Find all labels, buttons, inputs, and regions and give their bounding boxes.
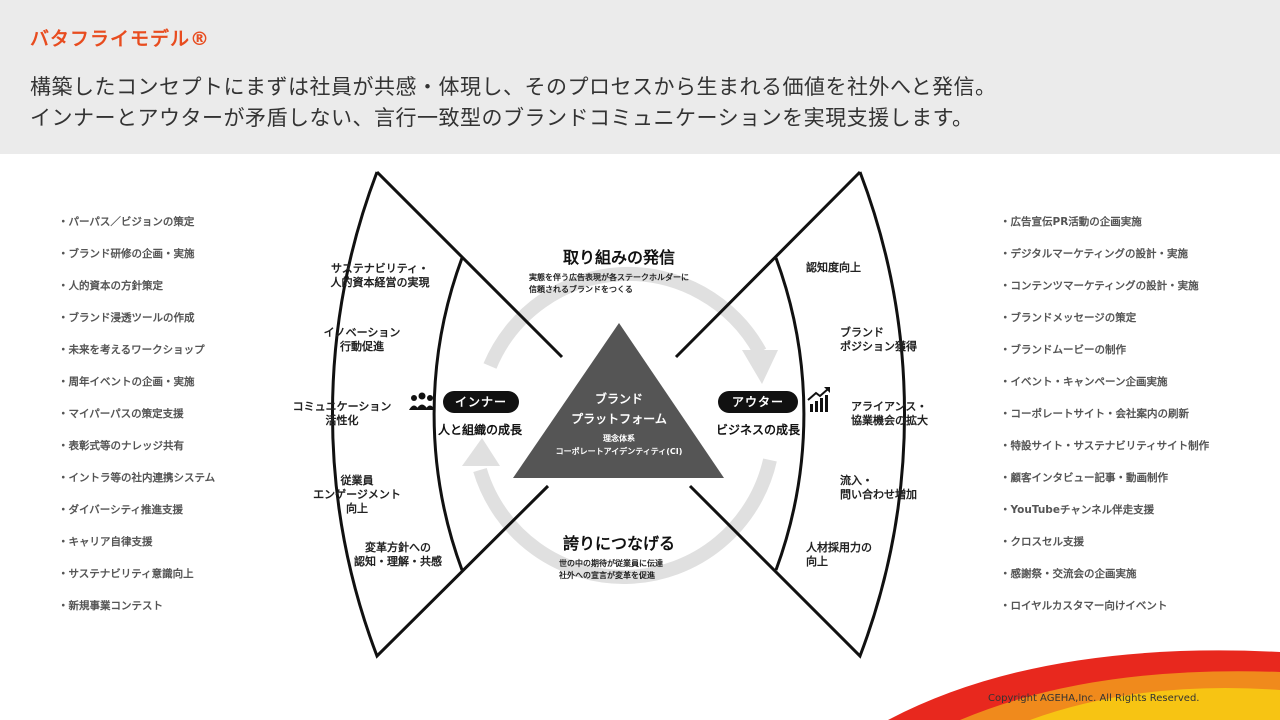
list-item: ロイヤルカスタマー向けイベント: [1000, 598, 1209, 630]
outer-subtitle: ビジネスの成長: [715, 423, 801, 437]
outcome-line: 認知度向上: [806, 261, 861, 274]
list-item: ブランド浸透ツールの作成: [58, 310, 215, 342]
inner-initiative-list: パーパス／ビジョンの策定ブランド研修の企画・実施人的資本の方針策定ブランド浸透ツ…: [58, 214, 216, 630]
lead-line-2: インナーとアウターが矛盾しない、言行一致型のブランドコミュニケーションを実現支援…: [30, 106, 974, 130]
left-wing-outline: [331, 170, 564, 659]
list-item: 表彰式等のナレッジ共有: [58, 438, 215, 470]
bottom-flow-note-1: 世の中の期待が従業員に伝達: [559, 559, 663, 568]
outer-outcome-3: アライアンス・協業機会の拡大: [851, 400, 928, 428]
list-item: YouTubeチャンネル伴走支援: [1000, 502, 1209, 534]
list-item: キャリア自律支援: [58, 534, 215, 566]
list-item: 人的資本の方針策定: [58, 278, 215, 310]
list-item: ブランドムービーの制作: [1000, 342, 1209, 374]
list-item: 新規事業コンテスト: [58, 598, 215, 630]
list-item: ダイバーシティ推進支援: [58, 502, 215, 534]
top-flow-title: 取り組みの発信: [562, 248, 676, 267]
growth-chart-icon: [807, 387, 830, 412]
list-item: イントラ等の社内連携システム: [58, 470, 216, 502]
triangle-line-1: ブランド: [594, 392, 643, 406]
outcome-line: 活性化: [325, 414, 359, 427]
outcome-line: 従業員: [340, 474, 374, 487]
inner-outcome-2: イノベーション行動促進: [324, 326, 401, 354]
list-item: ブランドメッセージの策定: [1000, 310, 1209, 342]
list-item: コンテンツマーケティングの設計・実施: [1000, 278, 1209, 310]
triangle-title: ブランド プラットフォーム: [571, 389, 667, 429]
outcome-line: 変革方針への: [365, 541, 431, 554]
top-flow-arrow: [483, 266, 767, 369]
outcome-line: 行動促進: [340, 340, 384, 353]
outcome-line: 向上: [806, 555, 828, 568]
outcome-line: 人材採用力の: [806, 541, 872, 554]
inner-outcome-5: 変革方針への認知・理解・共感: [354, 541, 442, 569]
top-flow-note-2: 信頼されるブランドをつくる: [529, 285, 633, 294]
inner-outcome-1: サステナビリティ・人的資本経営の実現: [331, 262, 430, 290]
outcome-line: 問い合わせ増加: [840, 488, 917, 501]
outer-outcome-4: 流入・問い合わせ増加: [840, 474, 917, 502]
outcome-line: 向上: [346, 502, 368, 515]
bottom-flow-arrowhead: [462, 438, 500, 466]
outer-outcome-1: 認知度向上: [806, 261, 861, 275]
bottom-flow-title: 誇りにつなげる: [562, 534, 676, 553]
outer-outcome-2: ブランドポジション獲得: [840, 326, 917, 354]
outer-outcome-5: 人材採用力の向上: [806, 541, 872, 569]
right-wing-inner-arc: [774, 257, 806, 571]
outer-initiative-list: 広告宣伝PR活動の企画実施デジタルマーケティングの設計・実施コンテンツマーケティ…: [1000, 214, 1210, 630]
list-item: 未来を考えるワークショップ: [58, 342, 215, 374]
brand-platform-triangle: [513, 323, 724, 478]
copyright: Copyright AGEHA,Inc. All Rights Reserved…: [988, 693, 1200, 704]
outcome-line: 認知・理解・共感: [354, 555, 442, 568]
bottom-flow-note: 世の中の期待が従業員に伝達 社外への宣言が変革を促進: [559, 558, 663, 582]
list-item: 感謝祭・交流会の企画実施: [1000, 566, 1209, 598]
list-item: デジタルマーケティングの設計・実施: [1000, 246, 1209, 278]
outcome-line: ブランド: [840, 326, 884, 339]
inner-outcome-3: コミュニケーション活性化: [293, 400, 392, 428]
outcome-line: サステナビリティ・: [330, 262, 430, 275]
list-item: パーパス／ビジョンの策定: [58, 214, 215, 246]
header-band: バタフライモデル® 構築したコンセプトにまずは社員が共感・体現し、そのプロセスか…: [0, 0, 1280, 154]
triangle-sub-2: コーポレートアイデンティティ(CI): [555, 447, 683, 456]
triangle-subtitle: 理念体系 コーポレートアイデンティティ(CI): [556, 432, 683, 458]
top-flow-note-1: 実態を伴う広告表現が各ステークホルダーに: [529, 273, 689, 282]
list-item: マイパーパスの策定支援: [58, 406, 215, 438]
list-item: サステナビリティ意識向上: [58, 566, 215, 598]
triangle-sub-1: 理念体系: [603, 434, 635, 443]
outcome-line: エンゲージメント: [313, 488, 401, 501]
outer-pill: アウター: [718, 391, 798, 413]
outcome-line: アライアンス・: [851, 400, 928, 413]
list-item: 特設サイト・サステナビリティサイト制作: [1000, 438, 1210, 470]
triangle-line-2: プラットフォーム: [571, 412, 667, 426]
outcome-line: 人的資本経営の実現: [330, 276, 430, 289]
bottom-flow-note-2: 社外への宣言が変革を促進: [559, 571, 655, 580]
outcome-line: イノベーション: [323, 326, 401, 339]
page-title: バタフライモデル®: [30, 28, 211, 50]
list-item: コーポレートサイト・会社案内の刷新: [1000, 406, 1209, 438]
outcome-line: ポジション獲得: [840, 340, 917, 353]
list-item: 周年イベントの企画・実施: [58, 374, 215, 406]
people-icon: [409, 392, 435, 410]
inner-outcome-4: 従業員エンゲージメント向上: [313, 474, 401, 516]
inner-pill: インナー: [443, 391, 519, 413]
outcome-line: 流入・: [840, 474, 873, 487]
list-item: 広告宣伝PR活動の企画実施: [1000, 214, 1209, 246]
outcome-line: コミュニケーション: [292, 400, 392, 413]
list-item: イベント・キャンペーン企画実施: [1000, 374, 1209, 406]
list-item: ブランド研修の企画・実施: [58, 246, 215, 278]
top-flow-note: 実態を伴う広告表現が各ステークホルダーに 信頼されるブランドをつくる: [529, 272, 689, 296]
top-flow-arrowhead: [742, 350, 778, 384]
bottom-flow-arrow: [473, 458, 777, 584]
lead-text: 構築したコンセプトにまずは社員が共感・体現し、そのプロセスから生まれる価値を社外…: [30, 72, 996, 134]
list-item: クロスセル支援: [1000, 534, 1209, 566]
lead-line-1: 構築したコンセプトにまずは社員が共感・体現し、そのプロセスから生まれる価値を社外…: [30, 75, 997, 99]
left-wing-inner-arc: [432, 257, 464, 571]
right-wing-outline: [674, 170, 906, 659]
outcome-line: 協業機会の拡大: [851, 414, 928, 427]
list-item: 顧客インタビュー記事・動画制作: [1000, 470, 1209, 502]
inner-subtitle: 人と組織の成長: [437, 423, 523, 437]
